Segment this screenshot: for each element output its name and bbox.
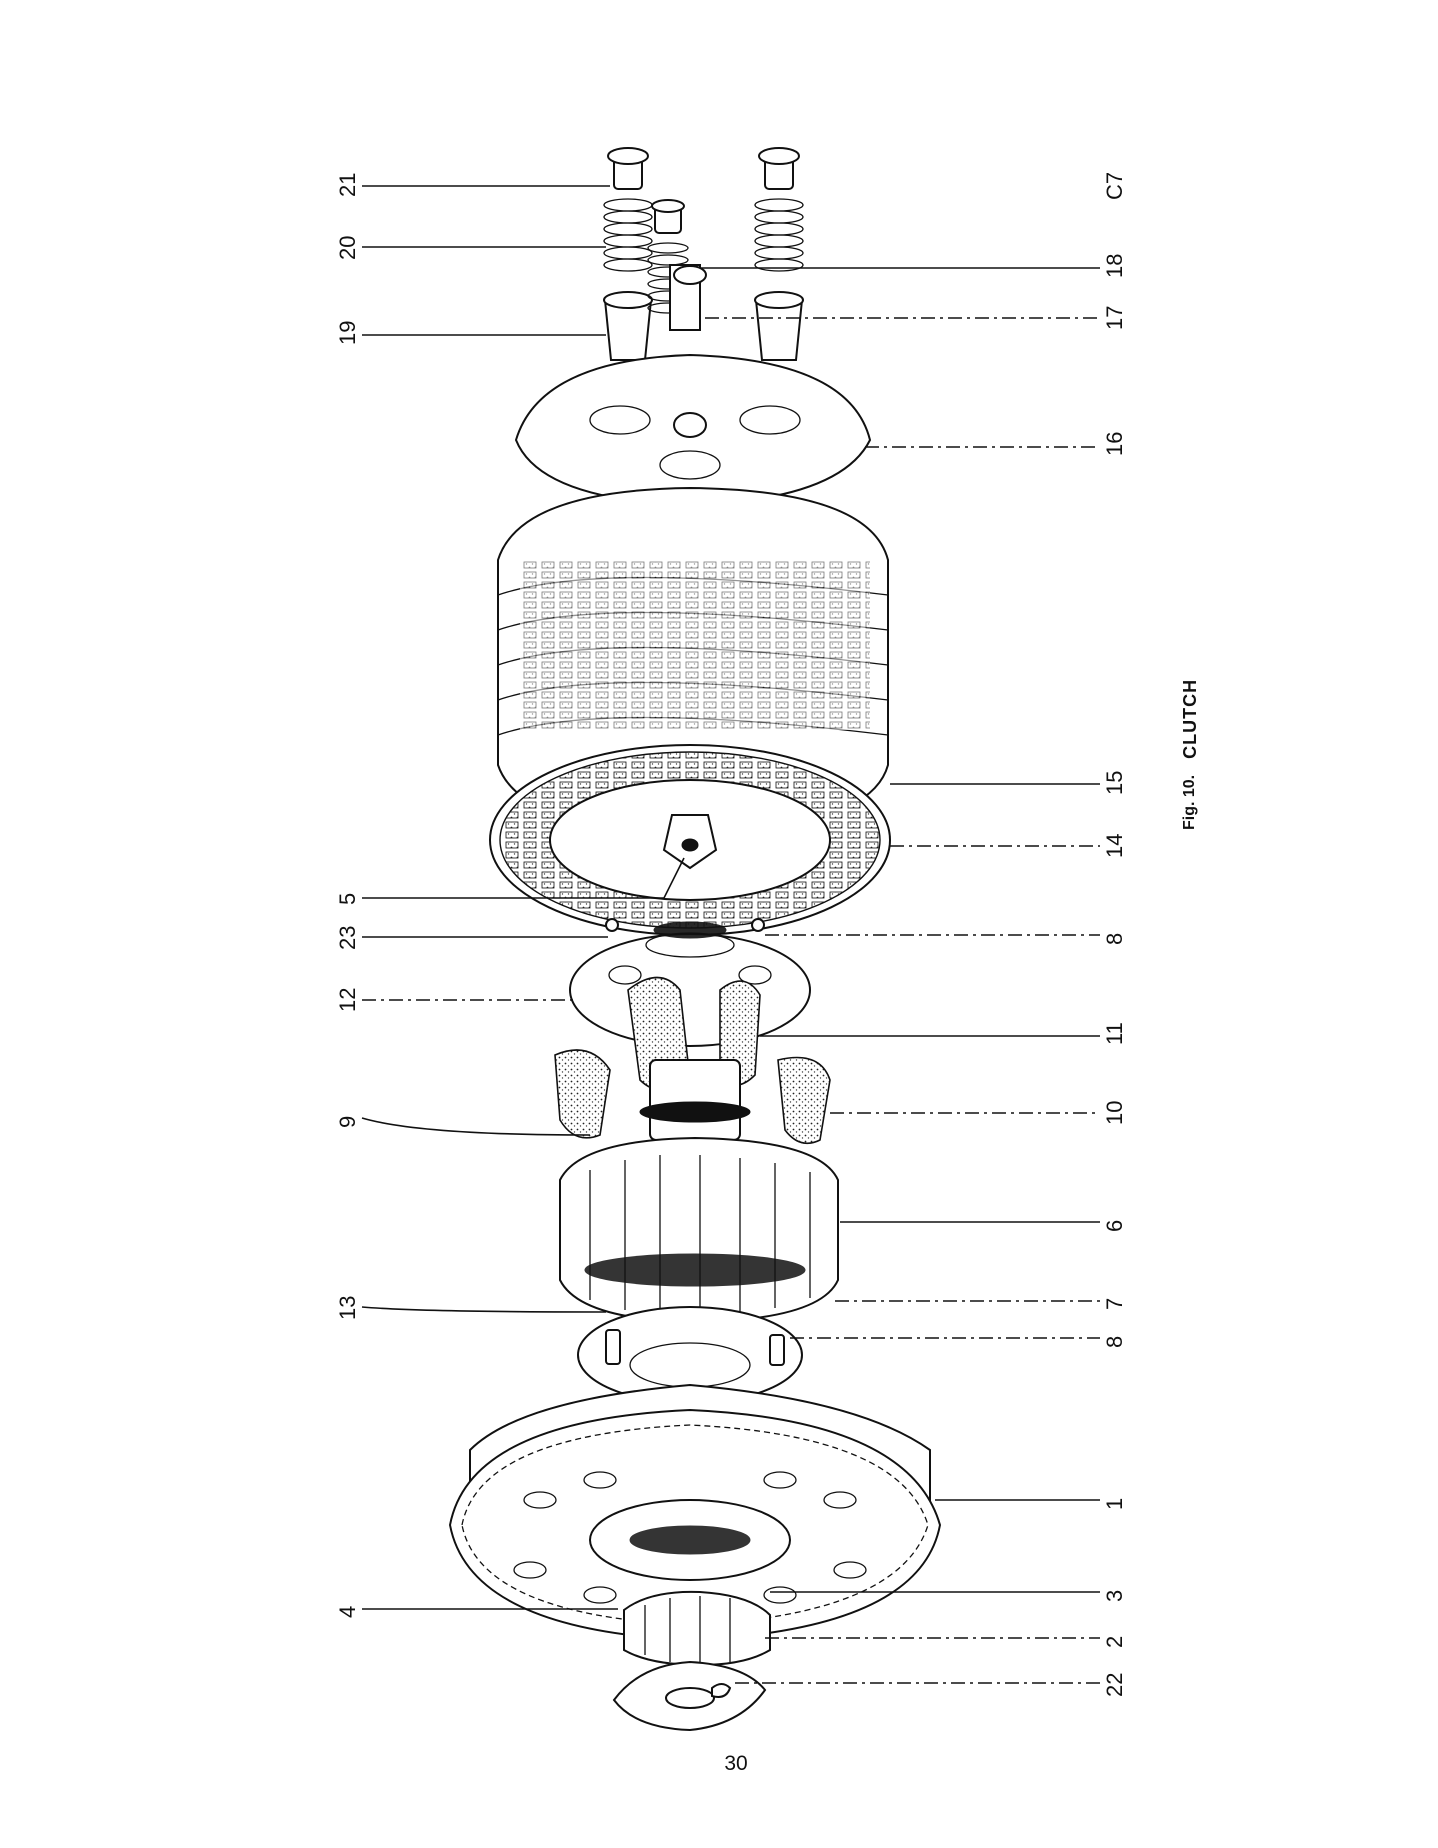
shock-absorber-unit bbox=[554, 976, 831, 1145]
callout-1: 1 bbox=[1102, 1498, 1127, 1510]
callout-14: 14 bbox=[1102, 834, 1127, 858]
page-number: 30 bbox=[724, 1752, 748, 1775]
pressure-plate bbox=[514, 353, 872, 507]
callout-19: 19 bbox=[335, 321, 360, 345]
callout-20: 20 bbox=[335, 236, 360, 260]
bearing-and-sleeve bbox=[612, 1590, 771, 1732]
left-callouts: 21 20 19 5 23 12 9 13 4 bbox=[335, 173, 685, 1618]
callout-3: 3 bbox=[1102, 1590, 1127, 1602]
figure-caption: Fig. 10. CLUTCH bbox=[1170, 679, 1210, 830]
callout-10: 10 bbox=[1102, 1101, 1127, 1125]
callout-8-upper: 8 bbox=[1102, 933, 1127, 945]
callout-17: 17 bbox=[1102, 306, 1127, 330]
spring-assembly-left bbox=[603, 147, 653, 361]
callout-16: 16 bbox=[1102, 432, 1127, 456]
callout-12: 12 bbox=[335, 988, 360, 1012]
callout-13: 13 bbox=[335, 1296, 360, 1320]
callout-21: 21 bbox=[335, 173, 360, 197]
right-callouts: 18 17 16 15 14 8 11 10 6 7 8 1 3 2 22 bbox=[700, 254, 1127, 1697]
callout-9: 9 bbox=[335, 1116, 360, 1128]
clutch-plate-pack bbox=[497, 486, 889, 834]
callout-6: 6 bbox=[1102, 1220, 1127, 1232]
callout-8-lower: 8 bbox=[1102, 1336, 1127, 1348]
clutch-centre-drum bbox=[559, 1136, 839, 1324]
callout-23: 23 bbox=[335, 926, 360, 950]
sheet-code: C7 bbox=[1102, 172, 1127, 200]
callout-15: 15 bbox=[1102, 771, 1127, 795]
spring-assembly-center bbox=[647, 199, 707, 331]
callout-5: 5 bbox=[335, 893, 360, 905]
callout-11: 11 bbox=[1102, 1022, 1127, 1045]
spring-assembly-right bbox=[754, 147, 804, 361]
back-plate bbox=[577, 1306, 803, 1404]
clutch-chainwheel bbox=[448, 1383, 942, 1642]
callout-7: 7 bbox=[1102, 1298, 1127, 1310]
callout-22: 22 bbox=[1102, 1673, 1127, 1697]
callout-18: 18 bbox=[1102, 254, 1127, 278]
callout-2: 2 bbox=[1102, 1636, 1127, 1648]
friction-plate bbox=[489, 744, 891, 936]
figure-title: CLUTCH bbox=[1179, 678, 1200, 759]
callout-4: 4 bbox=[335, 1606, 360, 1618]
figure-label: Fig. 10. bbox=[1181, 774, 1198, 830]
spring-plate bbox=[569, 918, 811, 1047]
